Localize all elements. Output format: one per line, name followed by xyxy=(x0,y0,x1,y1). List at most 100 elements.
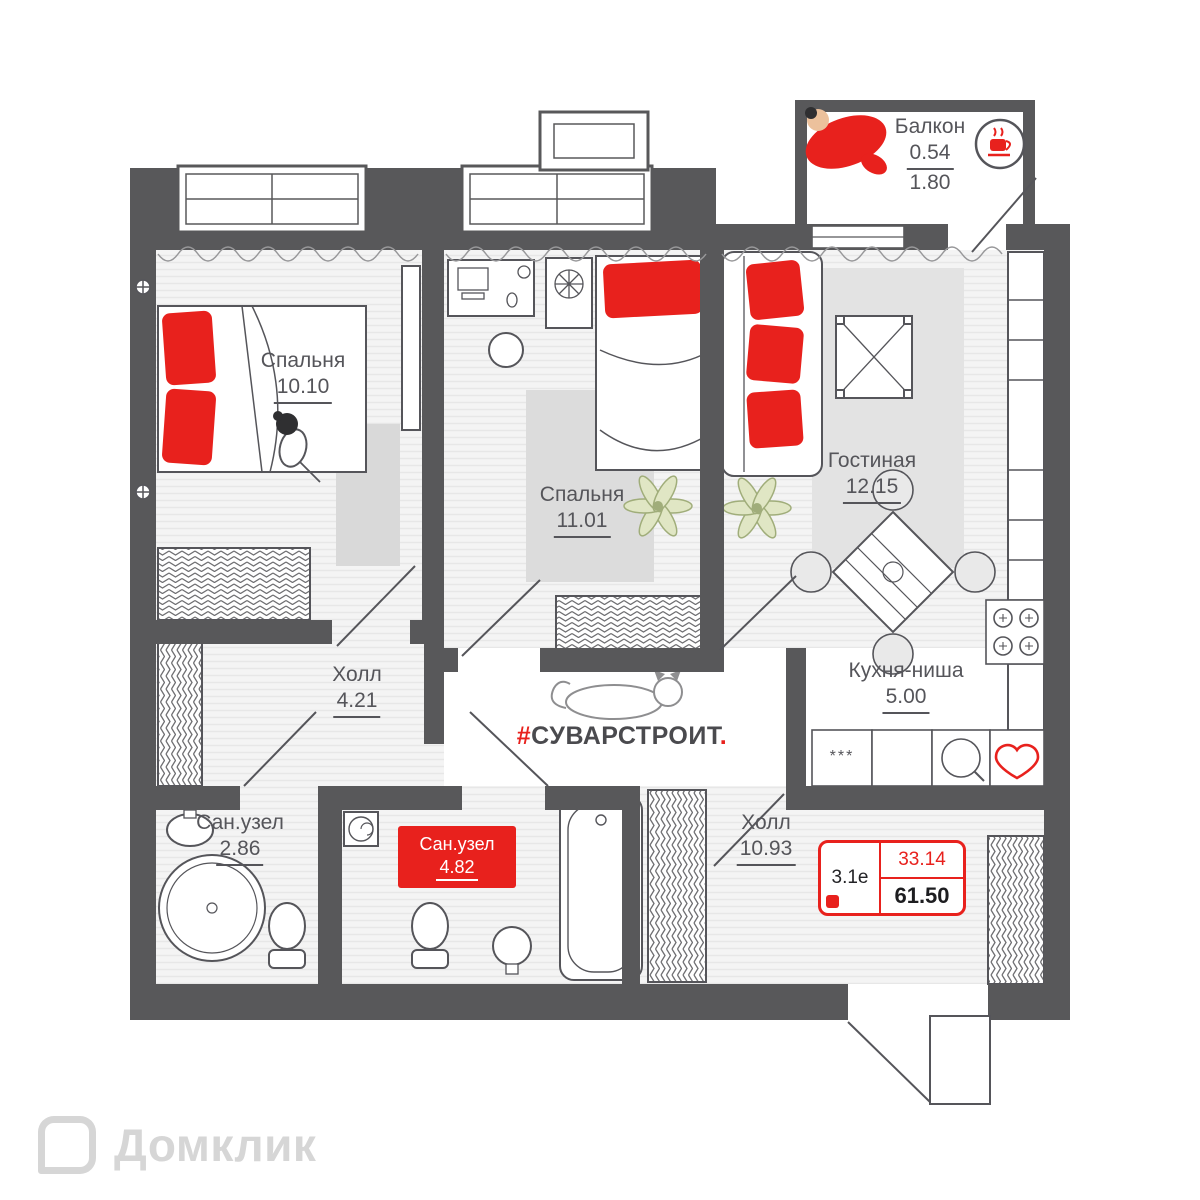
balcony-window-icon xyxy=(811,225,905,249)
pillow-icon xyxy=(162,310,216,386)
room-label-bathroom1: Сан.узел 2.86 xyxy=(196,810,284,866)
room-area: 10.10 xyxy=(273,374,333,404)
laptop-icon xyxy=(457,267,489,291)
watermark-text: Домклик xyxy=(114,1119,317,1171)
brand-dot: . xyxy=(719,722,728,750)
living-furniture xyxy=(721,251,996,675)
room-area: 10.93 xyxy=(736,836,796,866)
chair-icon xyxy=(872,633,914,675)
door-leaf xyxy=(971,177,1037,253)
room-name: Спальня xyxy=(260,349,346,372)
balcony-person-icon xyxy=(805,107,887,175)
door-leaf xyxy=(713,793,785,867)
pillow-icon xyxy=(603,259,703,319)
badge-marker-icon xyxy=(826,895,839,908)
apartment-badge: 3.1е 33.14 61.50 xyxy=(818,840,966,916)
coffee-icon xyxy=(974,118,1026,170)
developer-branding: #СУВАРСТРОИТ. xyxy=(517,722,727,751)
wardrobe-icon xyxy=(555,595,703,651)
bedroom2-furniture xyxy=(447,255,711,471)
dimension-markers xyxy=(135,279,151,500)
room-name: Холл xyxy=(332,663,382,686)
room-area: 5.00 xyxy=(882,684,930,714)
cushion-icon xyxy=(746,389,804,449)
sink-icon xyxy=(492,926,532,975)
room-name: Спальня xyxy=(539,483,625,506)
room-name: Сан.узел xyxy=(196,811,284,834)
watermark: Домклик xyxy=(38,1116,316,1174)
window-icon xyxy=(176,164,368,234)
dining-table-icon xyxy=(790,469,996,675)
room-label-hall2: Холл 10.93 xyxy=(736,810,796,866)
room-label-bedroom2: Спальня 11.01 xyxy=(540,482,624,538)
cushion-icon xyxy=(746,324,804,384)
room-name: Гостиная xyxy=(827,449,917,472)
dimension-marker-icon xyxy=(135,484,151,500)
cushion-icon xyxy=(746,260,804,320)
chair-icon xyxy=(954,551,996,593)
mouse-icon xyxy=(506,292,518,308)
wardrobe-icon xyxy=(157,631,203,787)
wardrobe-icon xyxy=(987,835,1045,985)
kitchen-marks: *** xyxy=(829,748,855,765)
room-label-hall1: Холл 4.21 xyxy=(332,662,382,718)
room-area: 11.01 xyxy=(553,508,611,538)
toilet-icon xyxy=(411,902,449,969)
brand-hash: # xyxy=(516,722,532,750)
door-leaf xyxy=(719,575,797,651)
room-area: 12.15 xyxy=(842,474,902,504)
room-label-living: Гостиная 12.15 xyxy=(828,448,916,504)
chair-icon xyxy=(872,469,914,511)
cabinet-icon xyxy=(401,265,421,431)
curtain-decor xyxy=(157,246,1003,262)
chair-icon xyxy=(790,551,832,593)
room-area: 4.21 xyxy=(333,688,381,718)
windows xyxy=(176,110,1006,250)
door-leaf xyxy=(336,565,416,647)
heart-icon xyxy=(994,743,1040,780)
room-name: Кухня-ниша xyxy=(848,659,964,682)
room-area: 2.86 xyxy=(216,836,264,866)
sink-icon xyxy=(941,738,985,782)
badge-plan-type: 3.1е xyxy=(821,843,881,913)
window-icon xyxy=(460,164,654,234)
person-icon xyxy=(273,411,321,483)
balcony-content xyxy=(805,107,1026,175)
bathroom1-fixtures xyxy=(158,809,306,969)
pillow-icon xyxy=(162,388,216,466)
stove-icon xyxy=(985,599,1045,665)
room-label-bathroom2: Сан.узел 4.82 xyxy=(398,826,516,888)
brand-name: СУВАРСТРОИТ xyxy=(531,722,720,750)
room-area: 4.82 xyxy=(436,856,478,881)
shower-icon xyxy=(158,854,266,962)
washing-machine-icon xyxy=(343,811,379,847)
wardrobe-icon xyxy=(157,547,311,621)
room-area-secondary: 1.80 xyxy=(909,170,951,194)
cat-icon xyxy=(550,670,683,720)
room-name: Сан.узел xyxy=(419,834,495,854)
room-label-balcony: Балкон 0.54 1.80 xyxy=(895,114,965,196)
door-leaf xyxy=(469,711,549,787)
room-label-bedroom1: Спальня 10.10 xyxy=(261,348,345,404)
kitchen-units xyxy=(811,251,1045,787)
toilet-icon xyxy=(268,902,306,969)
vent-shaft xyxy=(538,110,650,172)
domclick-logo-icon xyxy=(38,1116,96,1174)
badge-total-area: 61.50 xyxy=(894,883,950,908)
wardrobe-hatches xyxy=(157,547,1045,985)
dimension-marker-icon xyxy=(135,279,151,295)
room-name: Балкон xyxy=(894,115,966,138)
room-name: Холл xyxy=(741,811,791,834)
door-leaf xyxy=(461,579,541,657)
door-leaf xyxy=(243,711,317,787)
wardrobe-icon xyxy=(647,789,707,983)
bedroom1-furniture xyxy=(157,265,421,483)
entry-door-leaf xyxy=(847,1021,931,1103)
doors xyxy=(243,177,1037,1105)
badge-living-area: 33.14 xyxy=(881,843,963,879)
walls xyxy=(130,100,1070,1020)
entry-door-frame xyxy=(929,1015,991,1105)
sink-icon xyxy=(166,809,214,847)
stool-icon xyxy=(488,332,524,368)
tv-unit-icon xyxy=(835,315,913,399)
